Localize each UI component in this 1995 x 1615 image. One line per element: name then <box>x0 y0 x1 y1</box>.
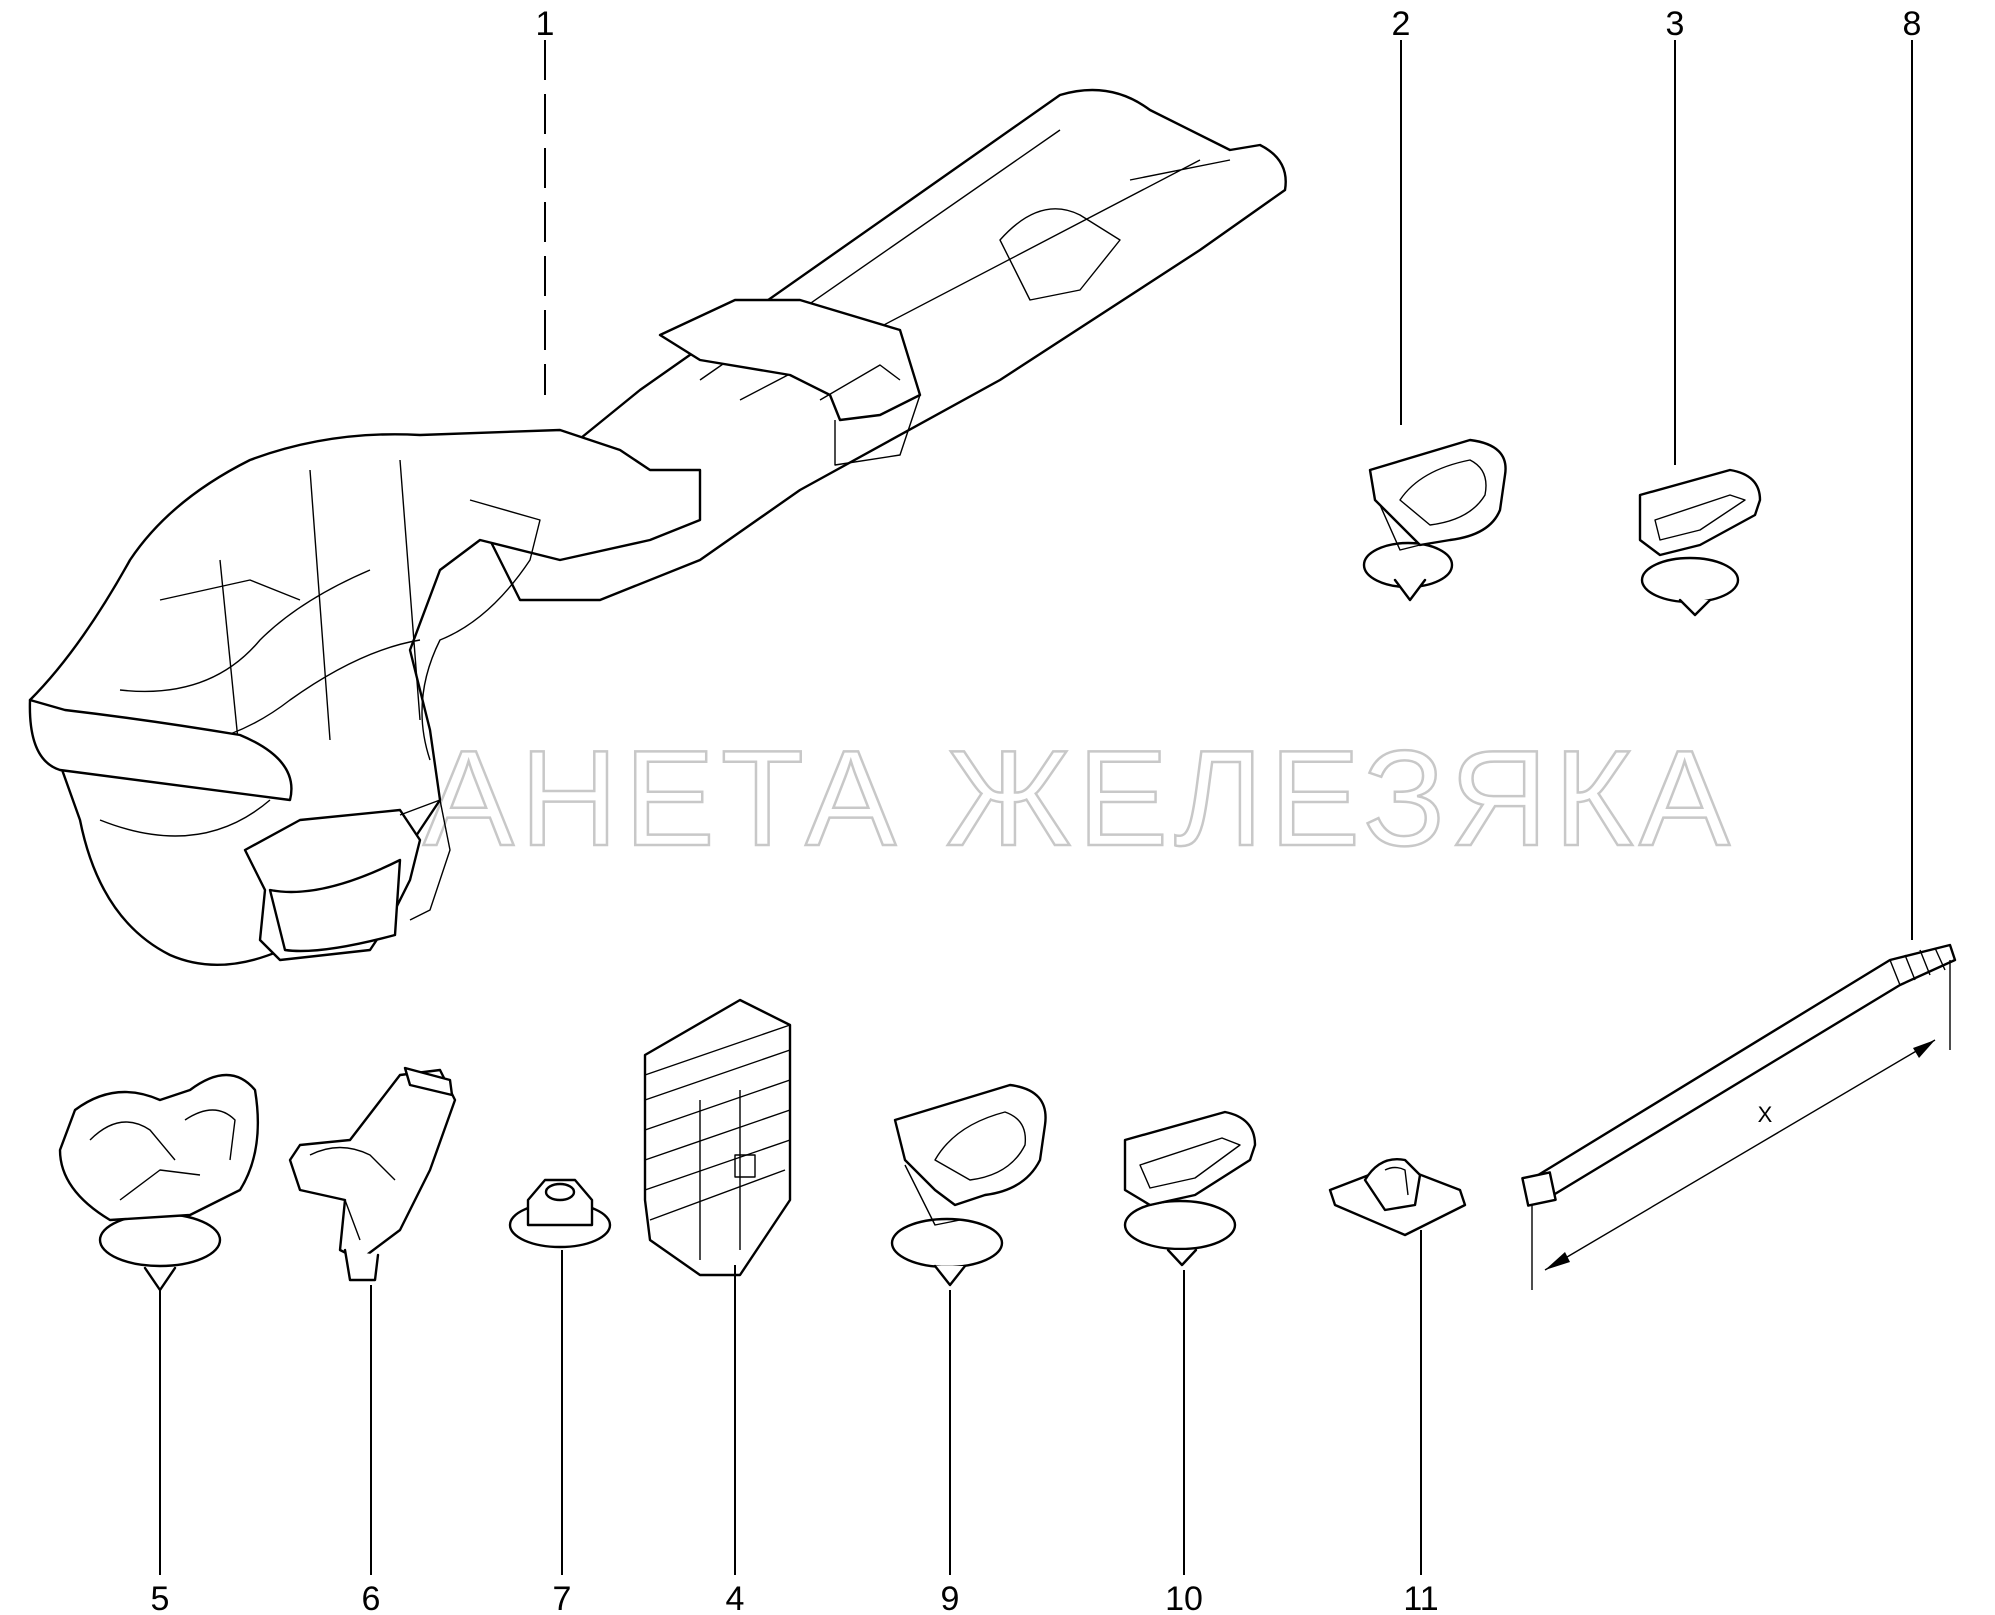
part-1-cable-trough <box>28 88 1287 966</box>
part-11-adhesive-clip <box>1328 1158 1467 1237</box>
part-3-oval-clip <box>1638 468 1762 617</box>
callout-2: 2 <box>1392 5 1411 43</box>
callout-9: 9 <box>941 1580 960 1615</box>
callout-4: 4 <box>726 1580 745 1615</box>
watermark-text: ПЛАНЕТА ЖЕЛЕЗЯКА <box>224 722 1736 874</box>
callout-5: 5 <box>151 1580 170 1615</box>
part-8-cable-tie <box>1521 943 1957 1207</box>
callout-1: 1 <box>536 5 555 43</box>
callout-3: 3 <box>1666 5 1685 43</box>
callout-8: 8 <box>1903 5 1922 43</box>
part-7-flange-nut <box>508 1178 612 1249</box>
callout-7: 7 <box>553 1580 572 1615</box>
part-2-loop-clip <box>1362 438 1507 602</box>
part-5-double-clip <box>58 1073 260 1292</box>
part-9-loop-clip <box>890 1083 1047 1287</box>
callout-numbers: 1 2 3 8 5 6 7 4 9 10 11 <box>151 5 1922 1615</box>
callout-11: 11 <box>1403 1580 1438 1615</box>
callout-10: 10 <box>1165 1580 1203 1615</box>
part-10-oval-clip <box>1123 1110 1257 1267</box>
part-4-comb-holder <box>643 998 792 1277</box>
part-6-pipe-clip <box>288 1066 457 1282</box>
dimension-x: X <box>1531 960 1951 1290</box>
leader-lines <box>159 40 1913 1575</box>
dimension-label: X <box>1758 1102 1773 1127</box>
callout-6: 6 <box>362 1580 381 1615</box>
